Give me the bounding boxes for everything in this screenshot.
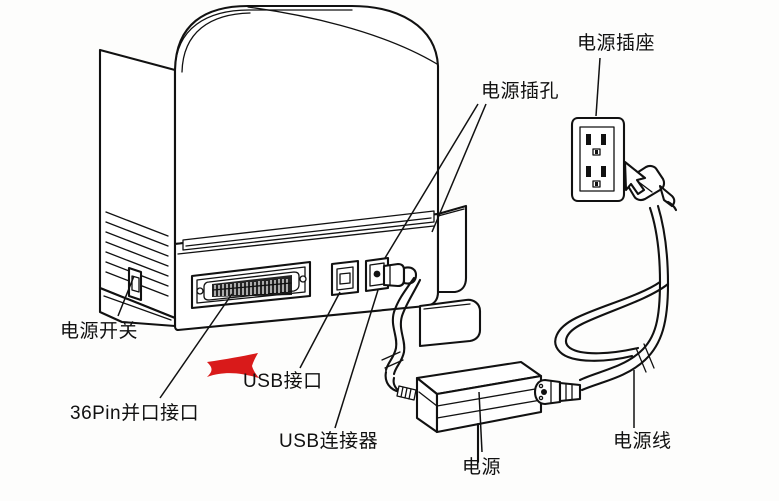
ac-power-cord [554,204,670,392]
power-adapter [415,360,543,464]
label-power-supply: 电源 [462,457,502,478]
insertion-arrow-icon [623,160,647,196]
power-jack[interactable] [364,256,390,293]
usb-port[interactable] [330,259,360,297]
label-power-switch: 电源开关 [60,321,139,342]
parallel-port-36pin[interactable] [190,260,312,310]
iec-connector [533,378,582,406]
label-power-outlet: 电源插座 [577,33,656,54]
printer-body [98,4,482,348]
label-parallel-port: 36Pin并口接口 [70,403,200,424]
wall-outlet[interactable] [570,116,626,203]
label-usb-connector: USB连接器 [279,431,379,452]
label-power-jack: 电源插孔 [481,81,560,102]
label-usb-port: USB接口 [243,371,323,392]
usb-connector [381,262,422,401]
leader-lines [117,57,635,453]
label-power-cord: 电源线 [613,431,672,452]
usb-red-arrow-icon [207,353,259,378]
